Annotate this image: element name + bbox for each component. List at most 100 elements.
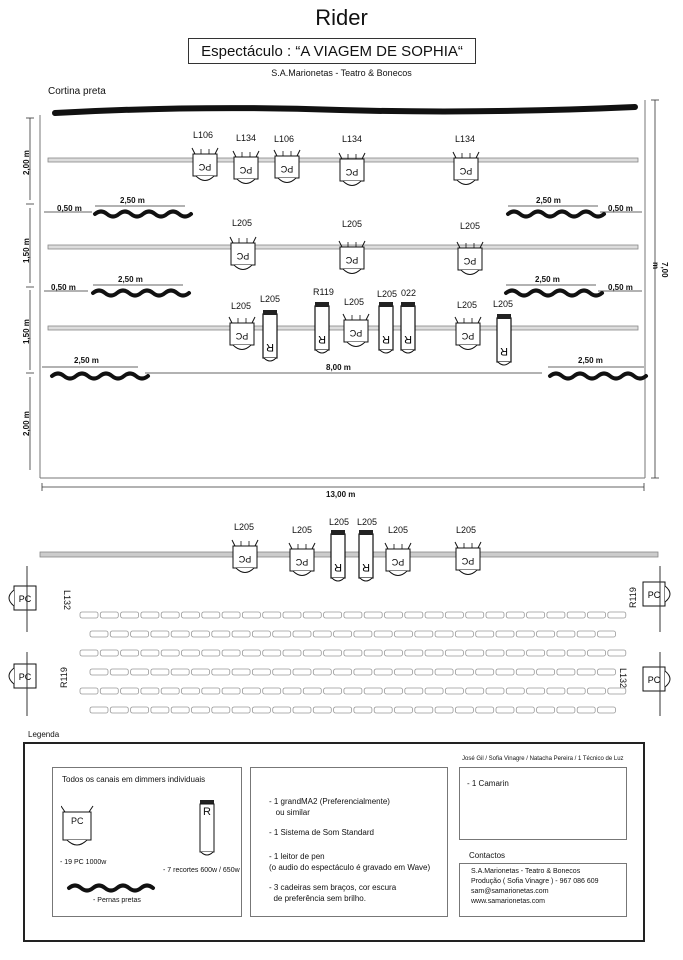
r-legend-icon: [199, 800, 215, 856]
audience-seat: [505, 611, 525, 619]
stage-leg: [506, 209, 606, 219]
dimension-label: 1,50 m: [22, 238, 31, 263]
dimension-label: 13,00 m: [326, 490, 356, 499]
audience-seat: [333, 630, 353, 638]
audience-seat: [89, 668, 109, 676]
audience-seat: [191, 706, 210, 714]
svg-text:PC: PC: [463, 256, 476, 266]
dimension-label: 1,50 m: [22, 319, 31, 344]
svg-text:PC: PC: [461, 556, 474, 566]
r-fixture: R: [496, 313, 512, 366]
recorte-count: - 7 recortes 600w / 650w: [163, 867, 240, 874]
audience-seat: [181, 649, 200, 657]
fixture-label: L205: [344, 297, 365, 307]
audience-seat: [99, 687, 119, 695]
contact-website[interactable]: www.samarionetas.com: [471, 898, 545, 905]
pc-fixture: PC: [231, 539, 259, 573]
fixture-label: L106: [274, 134, 295, 144]
contacts-title: Contactos: [469, 851, 506, 860]
fixture-label: 022: [401, 288, 417, 298]
audience-seat: [587, 611, 606, 619]
audience-seat: [79, 649, 99, 657]
stage-leg: [504, 288, 604, 298]
svg-text:R: R: [500, 345, 508, 357]
audience-seat: [434, 630, 454, 638]
audience-seat: [170, 706, 190, 714]
legend-title: Legenda: [28, 730, 60, 739]
audience-seat: [505, 649, 525, 657]
audience-seat: [170, 630, 190, 638]
svg-text:R: R: [334, 561, 342, 573]
audience-seat: [89, 706, 109, 714]
requirement-item: - 1 grandMA2 (Preferencialmente): [269, 797, 390, 806]
dimension-label: 0,50 m: [57, 204, 82, 213]
audience-seat: [201, 611, 221, 619]
audience-seat: [444, 611, 464, 619]
audience-seat: [312, 668, 332, 676]
contact-email[interactable]: sam@samarionetas.com: [471, 888, 549, 895]
audience-seat: [404, 687, 424, 695]
stage-leg: [548, 371, 648, 381]
fixture-label: L205: [493, 299, 514, 309]
audience-seat: [587, 649, 606, 657]
audience-seat: [373, 706, 393, 714]
audience-seat: [181, 687, 200, 695]
audience-seat: [323, 687, 343, 695]
stage-leg: [91, 288, 191, 298]
fixture-label: L134: [455, 134, 476, 144]
fixture-label: L205: [388, 525, 409, 535]
audience-seat: [363, 611, 383, 619]
pipe-3: [47, 325, 639, 331]
audience-seat: [251, 668, 271, 676]
stage-leg: [93, 209, 193, 219]
audience-seat: [597, 668, 616, 676]
audience-seat: [292, 630, 312, 638]
audience-seat: [109, 706, 129, 714]
legend-box: [23, 742, 645, 942]
side-pc-fixture: PC: [8, 652, 37, 716]
audience-seat: [292, 668, 312, 676]
dimension-label: 2,50 m: [535, 275, 560, 284]
svg-text:PC: PC: [349, 328, 362, 338]
side-pc-fixture: PC: [8, 566, 37, 632]
dimension-label: 7,00 m: [651, 262, 669, 278]
side-fixture-label: L132: [62, 590, 72, 611]
dimension-label: 2,50 m: [118, 275, 143, 284]
side-fixture-label: R119: [59, 667, 69, 688]
svg-text:PC: PC: [238, 554, 251, 564]
audience-seat: [292, 706, 312, 714]
svg-text:R: R: [404, 333, 412, 345]
svg-text:PC: PC: [461, 331, 474, 341]
audience-seat: [120, 611, 140, 619]
audience-seat: [201, 649, 221, 657]
audience-seat: [130, 706, 150, 714]
audience-seat: [424, 687, 444, 695]
audience-seat: [414, 706, 434, 714]
requirement-item: - 3 cadeiras sem braços, cor escura: [269, 883, 397, 892]
r-fixture: R: [262, 309, 278, 362]
audience-seat: [191, 630, 210, 638]
pipe-foh: [39, 551, 659, 558]
svg-text:R: R: [318, 333, 326, 345]
audience-seat: [485, 611, 505, 619]
audience-seat: [343, 611, 363, 619]
svg-text:PC: PC: [239, 165, 252, 175]
audience-seat: [546, 649, 566, 657]
audience-seat: [404, 649, 424, 657]
svg-text:PC: PC: [648, 675, 661, 685]
audience-seat: [475, 630, 495, 638]
audience-seat: [282, 611, 302, 619]
svg-text:PC: PC: [235, 331, 248, 341]
audience-seat: [495, 706, 515, 714]
audience-seat: [221, 611, 241, 619]
audience-seat: [231, 706, 251, 714]
svg-text:PC: PC: [295, 557, 308, 567]
stage-outline: [39, 100, 646, 479]
svg-text:R: R: [362, 561, 370, 573]
svg-text:PC: PC: [280, 164, 293, 174]
audience-seat: [587, 687, 606, 695]
svg-text:PC: PC: [19, 672, 32, 682]
show-title-box: Espectáculo : “A VIAGEM DE SOPHIA“: [188, 38, 476, 64]
side-pc-fixture: PC: [642, 652, 671, 716]
audience-seat: [475, 706, 495, 714]
